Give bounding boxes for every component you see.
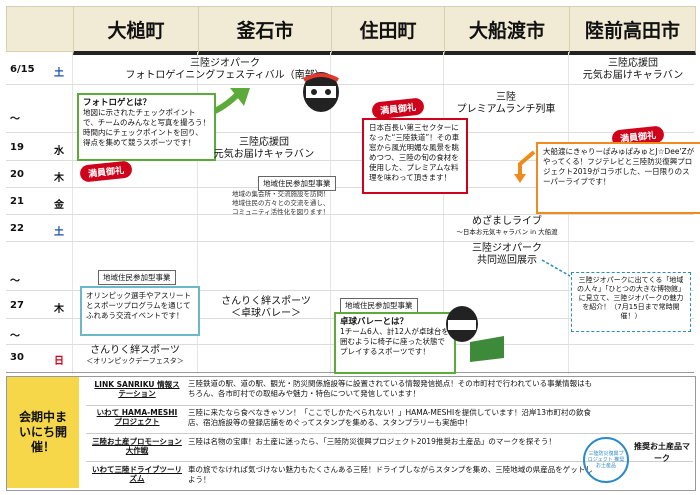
header-city-ofunato: 大船渡市 — [444, 6, 570, 55]
header-corner — [6, 6, 74, 52]
event-mezamashi: めざましライブ 〜日本お元気キャラバン in 大船渡 — [456, 216, 558, 236]
daily-row-label: LINK SANRIKU 情報ステーション — [94, 380, 180, 398]
row-line — [6, 241, 694, 242]
daily-row-text: 三陸は名物の宝庫！お土産に迷ったら、「三陸防災復興プロジェクト2019推奨お土産… — [188, 437, 556, 446]
takkyu-info-body: 1チーム6人、計12人が卓球台を囲むように椅子に座った状態でプレイするスポーツで… — [340, 327, 449, 356]
daily-row: いわて HAMA-MESHI プロジェクト 三陸に来たなら食べなきゃソン！「ここ… — [86, 405, 693, 432]
premium-info-box: 日本百長い第三セクターになった“三陸鉄道”！その車窓から風光明媚な風景を眺めつつ… — [362, 118, 468, 194]
daily-row-text: 三陸に来たなら食べなきゃソン！「ここでしかたべられない！」HAMA-MESHIを… — [188, 408, 592, 427]
souvenir-mark-text: 三陸防災復興プロジェクト 推奨お土産品 — [587, 451, 625, 469]
row-line — [6, 214, 694, 215]
tag-community: 地域住民参加型事業 — [258, 176, 336, 191]
event-photo-fest: 三陸ジオパーク フォトロゲイニングフェスティバル（南部） — [125, 58, 325, 81]
col-sep — [330, 52, 331, 374]
souvenir-mark-icon: 三陸防災復興プロジェクト 推奨お土産品 — [583, 437, 629, 483]
badge-full: 満員御礼 — [371, 97, 425, 120]
event-geopark-tour: 三陸ジオパーク 共同巡回展示 — [472, 243, 542, 266]
daily-row-text: 三陸鉄道の駅、道の駅、観光・防災関係施設等に設置されている情報発信拠点！その市町… — [188, 379, 593, 398]
daily-row-label: いわて三陸ドライブツーリズム — [92, 465, 182, 483]
daily-row: いわて三陸ドライブツーリズム 車の旅でなければ気づけない魅力もたくさんある三陸！… — [86, 461, 693, 488]
tag-olympic: 地域住民参加型事業 — [98, 270, 176, 285]
community-info: 地域の集会所・交流施設を訪問！地域住民の方々との交流を通し、コミュニティ活性化を… — [232, 190, 330, 216]
geopark-info-box: 三陸ジオパークに出てくる「地域の人々」「ひとつの大きな博物館」に見立て、三陸ジオ… — [571, 272, 691, 332]
event-premium-lunch: 三陸 プレミアムランチ列車 — [456, 92, 556, 115]
olympic-info-box: オリンピック選手やアスリートとスポーツプログラムを通じてふれあう交流イベントです… — [80, 286, 200, 336]
header-city-rikuzentakata: 陸前高田市 — [569, 6, 696, 55]
daily-label: 会期中まいにち開催！ — [19, 410, 68, 454]
col-sep — [72, 52, 73, 374]
daily-row: 三陸お土産プロモーション大作戦 三陸は名物の宝庫！お土産に迷ったら、「三陸防災復… — [86, 433, 693, 460]
souvenir-mark-label: 推奨お土産品マーク — [634, 442, 690, 463]
mascot-icon — [302, 72, 340, 112]
daily-row-text: 車の旅でなければ気づけない魅力もたくさんある三陸！ドライブしながらスタンプを集め… — [188, 465, 593, 484]
arrow-icon — [514, 150, 536, 183]
daily-row-label: 三陸お土産プロモーション大作戦 — [92, 437, 182, 455]
photo-info-body: 地図に示されたチェックポイントで、チームのみんなと写真を撮ろう！時間内にチェック… — [83, 108, 210, 147]
arrow-icon — [541, 259, 571, 277]
takkyu-info-title: 卓球バレーとは？ — [340, 317, 409, 327]
daily-label-bg: 会期中まいにち開催！ — [7, 377, 79, 488]
event-sports-kamaishi: さんりく絆スポーツ ＜卓球バレー＞ — [221, 296, 311, 319]
daily-events-panel: 会期中まいにち開催！ LINK SANRIKU 情報ステーション 三陸鉄道の駅、… — [6, 376, 696, 491]
photo-info-box: フォトロゲとは？ 地図に示されたチェックポイントで、チームのみんなと写真を撮ろう… — [77, 93, 216, 161]
header-city-otsuchi: 大槌町 — [73, 6, 199, 55]
event-rikuzen-cheer: 三陸応援団 元気お届けキャラバン — [582, 58, 684, 81]
col-sep — [197, 52, 198, 374]
row-line — [6, 160, 694, 161]
event-kamaishi-cheer: 三陸応援団 元気お届けキャラバン — [213, 137, 315, 160]
mascot-icon — [446, 306, 504, 362]
takkyu-info-box: 卓球バレーとは？ 1チーム6人、計12人が卓球台を囲むように椅子に座った状態でプ… — [334, 312, 456, 374]
tag-takkyu: 地域住民参加型事業 — [340, 298, 418, 313]
daily-row: LINK SANRIKU 情報ステーション 三陸鉄道の駅、道の駅、観光・防災関係… — [86, 377, 693, 403]
row-line — [6, 84, 694, 85]
mezamashi-info-box: 大船渡にきゃりーぱみゅぱみゅとJ☆Dee'Zがやってくる！フジテレビと三陸防災復… — [536, 142, 700, 214]
row-line — [6, 290, 694, 291]
header-city-sumita: 住田町 — [331, 6, 445, 55]
photo-info-title: フォトロゲとは？ — [83, 98, 152, 108]
header-city-kamaishi: 釜石市 — [198, 6, 332, 55]
badge-full: 満員御礼 — [79, 160, 133, 183]
row-line — [6, 187, 694, 188]
row-line — [6, 132, 694, 133]
col-sep — [443, 52, 444, 374]
daily-row-label: いわて HAMA-MESHI プロジェクト — [96, 408, 178, 426]
event-sports-otsuchi: さんりく絆スポーツ ＜オリンピックデーフェスタ＞ — [86, 345, 184, 365]
